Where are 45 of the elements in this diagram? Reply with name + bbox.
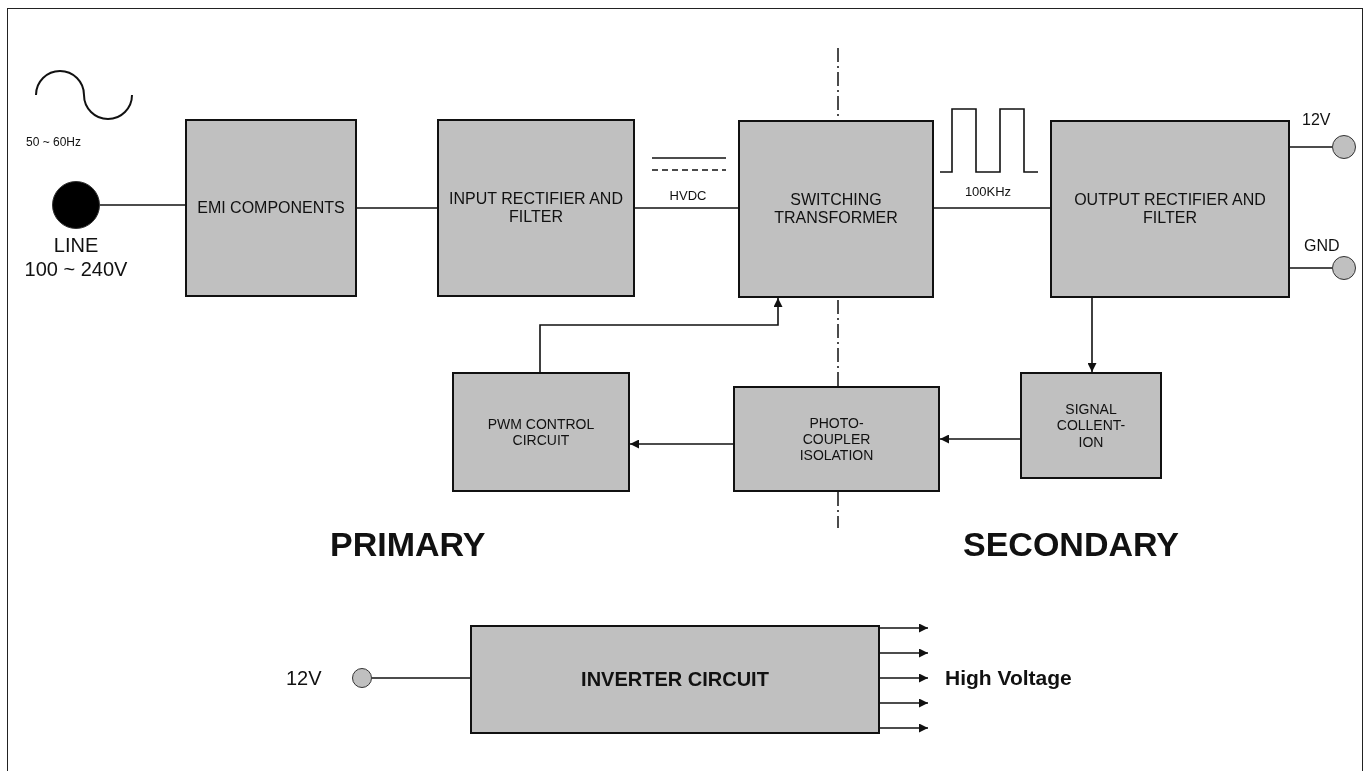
connector-line bbox=[1289, 267, 1333, 269]
box-label: PHOTO- COUPLER ISOLATION bbox=[798, 414, 875, 464]
connector-line bbox=[99, 204, 186, 206]
text-label: 50 ~ 60Hz bbox=[26, 135, 82, 149]
process-box bbox=[733, 386, 940, 492]
terminal-circle bbox=[52, 181, 100, 229]
connector-line bbox=[356, 207, 438, 209]
section-heading: PRIMARY bbox=[330, 525, 486, 564]
process-box bbox=[470, 625, 880, 734]
arrow bbox=[879, 623, 929, 633]
box-label: INPUT RECTIFIER AND FILTER bbox=[448, 189, 624, 227]
connector-line bbox=[634, 207, 739, 209]
arrow bbox=[1087, 297, 1097, 373]
section-heading: SECONDARY bbox=[963, 525, 1179, 564]
arrow bbox=[939, 434, 1021, 444]
connector-line bbox=[1289, 146, 1333, 148]
terminal-label: 12V bbox=[286, 666, 322, 690]
arrow bbox=[879, 698, 929, 708]
process-box bbox=[1050, 120, 1290, 298]
terminal-circle bbox=[1332, 135, 1356, 159]
arrow bbox=[629, 439, 734, 449]
process-box bbox=[437, 119, 635, 297]
terminal-label: GND bbox=[1304, 236, 1340, 256]
terminal-label: LINE bbox=[52, 233, 100, 257]
process-box bbox=[452, 372, 630, 492]
connector-line bbox=[371, 677, 471, 679]
process-box bbox=[738, 120, 934, 298]
box-label: SWITCHING TRANSFORMER bbox=[773, 190, 899, 228]
box-label: PWM CONTROL CIRCUIT bbox=[486, 415, 596, 449]
box-label: EMI COMPONENTS bbox=[196, 198, 346, 218]
box-label: SIGNAL COLLENT- ION bbox=[1055, 401, 1127, 450]
arrow bbox=[879, 673, 929, 683]
box-label: OUTPUT RECTIFIER AND FILTER bbox=[1073, 190, 1267, 228]
terminal-label: 100 ~ 240V bbox=[23, 257, 129, 281]
arrow bbox=[539, 297, 783, 373]
terminal-label: 12V bbox=[1302, 110, 1331, 130]
process-box bbox=[185, 119, 357, 297]
terminal-circle bbox=[352, 668, 372, 688]
box-label: INVERTER CIRCUIT bbox=[580, 668, 770, 691]
terminal-circle bbox=[1332, 256, 1356, 280]
arrow bbox=[879, 723, 929, 733]
arrow bbox=[879, 648, 929, 658]
process-box bbox=[1020, 372, 1162, 479]
connector-line bbox=[933, 207, 1051, 209]
output-label: High Voltage bbox=[945, 665, 1072, 691]
